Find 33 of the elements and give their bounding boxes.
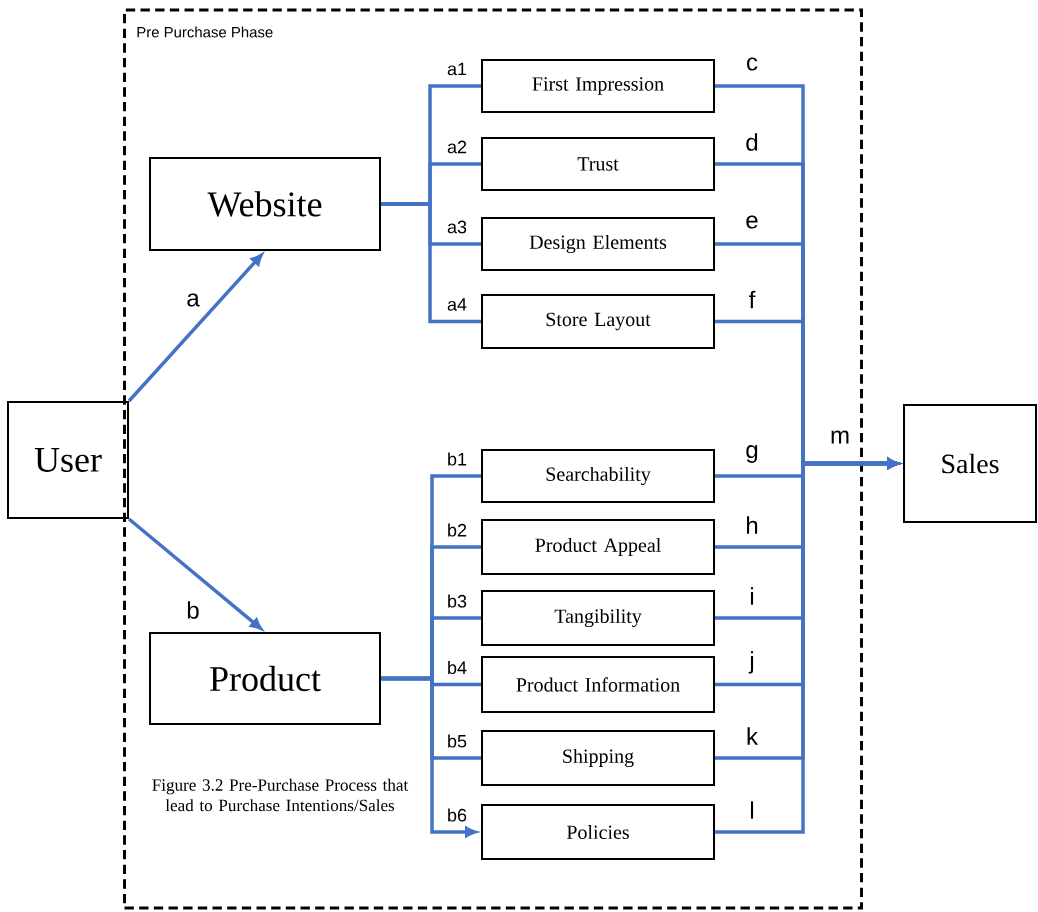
edge-label: b2	[445, 522, 469, 538]
edge-label: e	[744, 214, 760, 230]
edge-label: f	[747, 289, 757, 310]
process-box: Product Information	[481, 656, 715, 713]
edge-label: a3	[445, 219, 469, 235]
process-box: Product Appeal	[481, 519, 715, 575]
process-box: User	[7, 401, 129, 519]
process-box: Website	[149, 157, 381, 251]
edge-label: c	[744, 56, 760, 72]
process-box: Product	[149, 632, 381, 725]
process-box: Searchability	[481, 449, 715, 503]
edge-label: a2	[445, 139, 469, 155]
edge-label: b1	[445, 451, 469, 467]
edge-label: a4	[445, 296, 469, 313]
process-box: Sales	[903, 404, 1037, 523]
edge-label: b6	[445, 807, 469, 823]
connector-arrow	[127, 253, 263, 403]
edge-label: d	[744, 131, 760, 153]
trunk-label: m	[831, 430, 849, 444]
frame-title: Pre Purchase Phase	[137, 26, 273, 38]
process-box: First Impression	[481, 59, 715, 113]
edge-label: b4	[445, 659, 469, 676]
process-box: Design Elements	[481, 217, 715, 271]
edge-label: b3	[445, 593, 469, 609]
process-box: Shipping	[481, 730, 715, 786]
process-box: Trust	[481, 137, 715, 191]
edge-label: a	[185, 292, 201, 308]
process-box: Store Layout	[481, 294, 715, 349]
caption: Figure 3.2 Pre-Purchase Process that lead to Purchase Intentions/Sales	[152, 778, 409, 812]
edge-label: a1	[445, 61, 469, 77]
process-box: Policies	[481, 804, 715, 860]
edge-label: b5	[445, 733, 469, 749]
process-box: Tangibility	[481, 590, 715, 646]
